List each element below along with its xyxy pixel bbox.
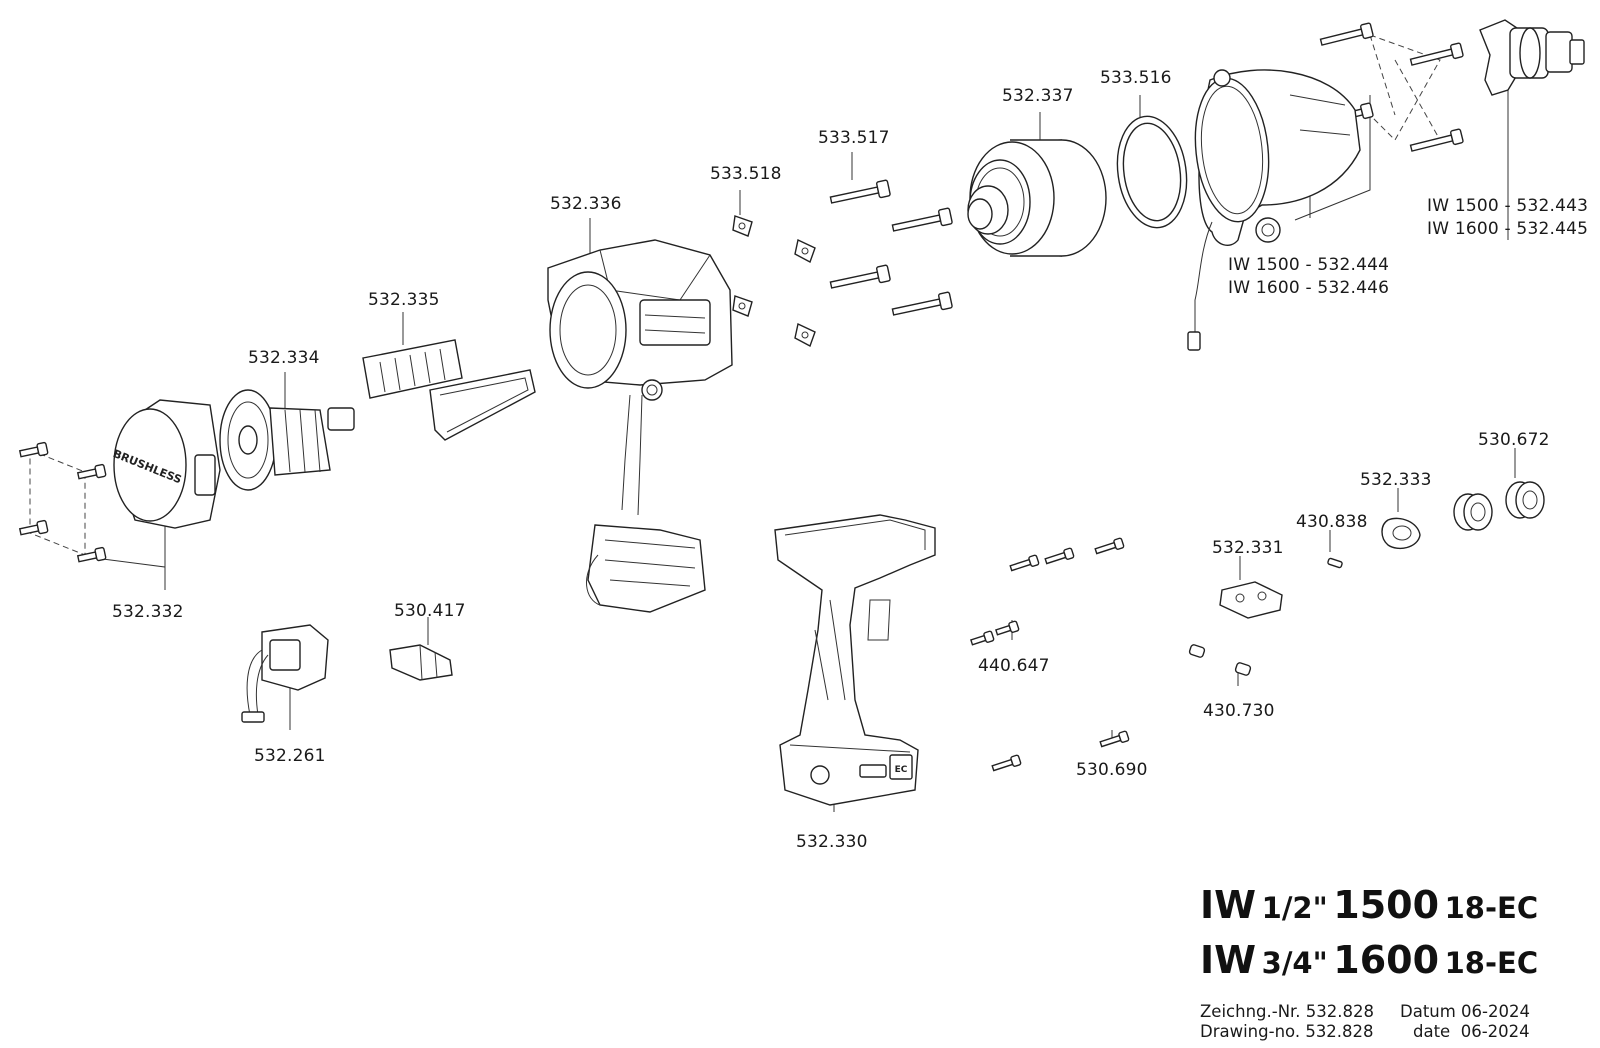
handle-housing-532330: EC [774,514,936,806]
screws [18,22,1464,772]
label-532332: 532.332 [112,602,184,622]
trigger-switch-532261 [241,624,329,723]
title2-prefix: IW [1200,938,1257,982]
label-530690: 530.690 [1076,760,1148,780]
label-532446: IW 1600 - 532.446 [1228,278,1390,298]
label-532333: 532.333 [1360,470,1432,490]
title-line-2: IW 3/4" 1600 18-EC [1200,941,1538,979]
title1-suffix: 18-EC [1444,891,1539,925]
label-533517: 533.517 [818,128,890,148]
label-532261: 532.261 [254,746,326,766]
label-532444: IW 1500 - 532.444 [1228,255,1390,275]
switch-slider-530417 [389,644,453,681]
clip-532333 [1381,517,1421,550]
label-532334: 532.334 [248,348,320,368]
bushings-530672 [1453,481,1545,531]
title-line-1: IW 1/2" 1500 18-EC [1200,886,1538,924]
gear-assembly-532337 [967,139,1107,257]
ring-533516 [1116,115,1188,229]
label-430730: 430.730 [1203,701,1275,721]
label-440647: 440.647 [978,656,1050,676]
title1-prefix: IW [1200,883,1257,927]
motor-housing-532336 [547,239,733,613]
label-530417: 530.417 [394,601,466,621]
small-washers-533518 [732,215,816,347]
drawing-number-en: Drawing-no. 532.828 [1200,1022,1374,1041]
title1-model: 1500 [1333,883,1440,927]
label-532331: 532.331 [1212,538,1284,558]
pcb-plate-532335 [362,339,536,441]
label-530672: 530.672 [1478,430,1550,450]
title2-model: 1600 [1333,938,1440,982]
title1-size: 1/2" [1261,891,1328,925]
label-532337: 532.337 [1002,86,1074,106]
drawing-number-de: Zeichng.-Nr. 532.828 [1200,1002,1375,1021]
label-533516: 533.516 [1100,68,1172,88]
label-533518: 533.518 [710,164,782,184]
end-cap-532332: BRUSHLESS [111,399,221,529]
label-430838: 430.838 [1296,512,1368,532]
battery-mark: EC [895,765,908,775]
label-532335: 532.335 [368,290,440,310]
rotor-532334 [219,389,355,491]
title2-suffix: 18-EC [1444,946,1539,980]
drawing-date-de: Datum 06-2024 [1400,1002,1531,1021]
title2-size: 3/4" [1261,946,1328,980]
label-532330: 532.330 [796,832,868,852]
bracket-532331 [1219,581,1283,619]
label-532336: 532.336 [550,194,622,214]
pins [1188,557,1343,676]
gear-housing-532444 [1187,69,1361,351]
drawing-date-en: date 06-2024 [1413,1022,1530,1041]
anvil-532443 [1479,19,1585,96]
label-532443: IW 1500 - 532.443 [1427,196,1589,216]
label-532445: IW 1600 - 532.445 [1427,219,1589,239]
